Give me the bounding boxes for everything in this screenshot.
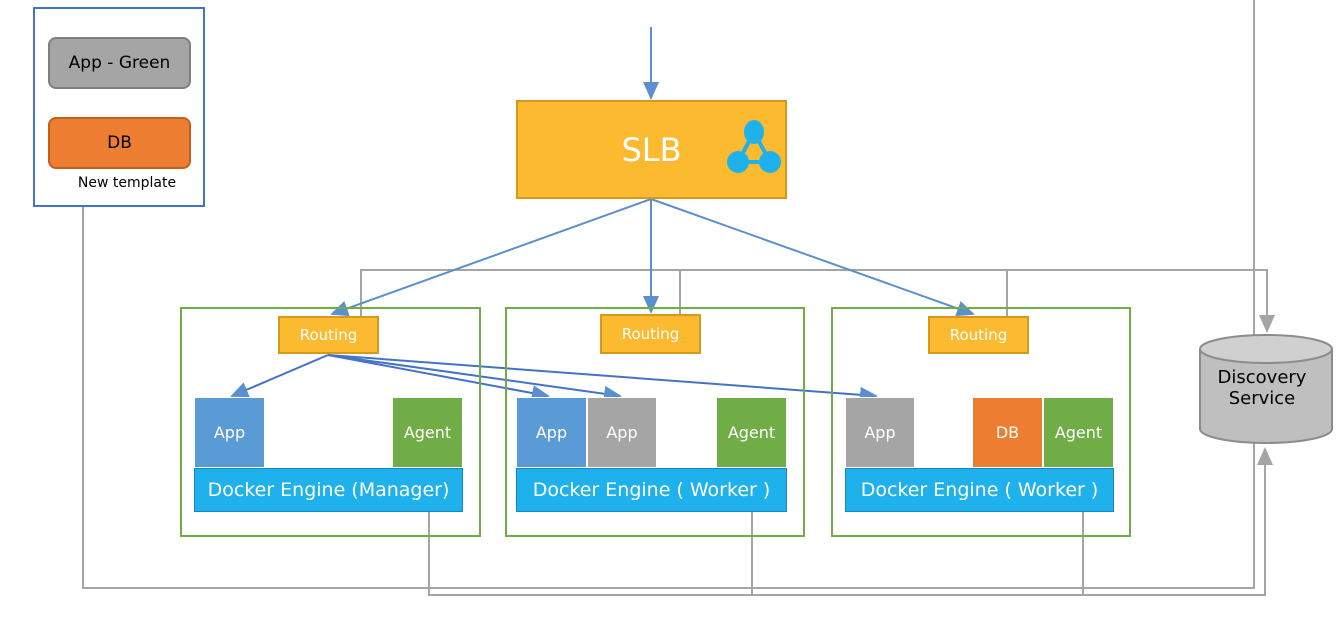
routing-3: Routing [928,316,1029,354]
routing-1: Routing [278,316,379,354]
discovery-label: Discovery Service [1217,367,1307,409]
agent-3: Agent [1043,397,1114,468]
routing-to-app3 [327,354,622,402]
slb-to-routing3 [650,198,975,317]
legend-app-green: App - Green [48,37,191,89]
slb-label: SLB [621,130,682,169]
app-1: App [194,397,265,468]
app-3: App [587,397,657,468]
agent-1: Agent [392,397,463,468]
top-bus-line [360,269,1275,333]
routing-to-app4 [327,354,878,403]
slb-box: SLB [516,100,787,199]
node-worker-2 [831,307,1131,537]
bottom-bus-line [428,447,1273,596]
db-1: DB [972,397,1043,468]
routing-2: Routing [600,314,701,354]
docker-engine-3: Docker Engine ( Worker ) [845,468,1114,512]
outer-loop-line [82,0,1255,589]
network-nodes-icon [727,120,781,173]
legend-db: DB [48,117,191,169]
routing-to-app1 [230,354,329,398]
docker-engine-1: Docker Engine (Manager) [194,468,463,512]
app-2: App [516,397,587,468]
node-manager [180,307,481,537]
docker-engine-2: Docker Engine ( Worker ) [516,468,787,512]
node-worker-1 [505,307,805,537]
app-4: App [845,397,915,468]
discovery-cylinder [1199,334,1333,444]
slb-to-routing1 [330,198,652,317]
agent-2: Agent [716,397,787,468]
legend-caption: New template [77,175,177,191]
routing-to-app2 [327,354,550,401]
